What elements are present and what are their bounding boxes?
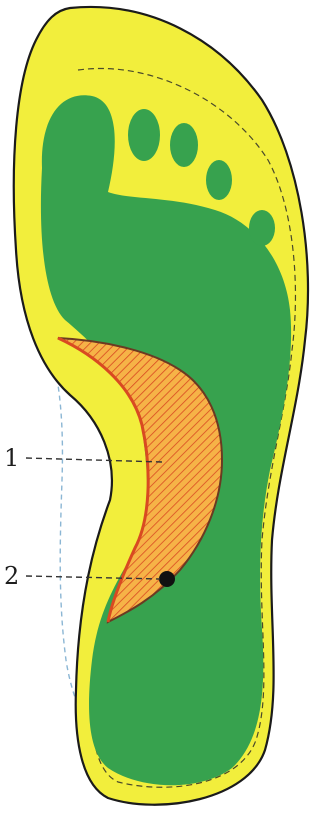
toe-4 [206, 160, 232, 200]
toe-2 [128, 109, 160, 161]
reference-dot [159, 571, 175, 587]
callout-label-1: 1 [4, 446, 19, 470]
toe-3 [170, 123, 198, 167]
toe-5 [249, 210, 275, 246]
callout-label-2: 2 [4, 564, 19, 588]
